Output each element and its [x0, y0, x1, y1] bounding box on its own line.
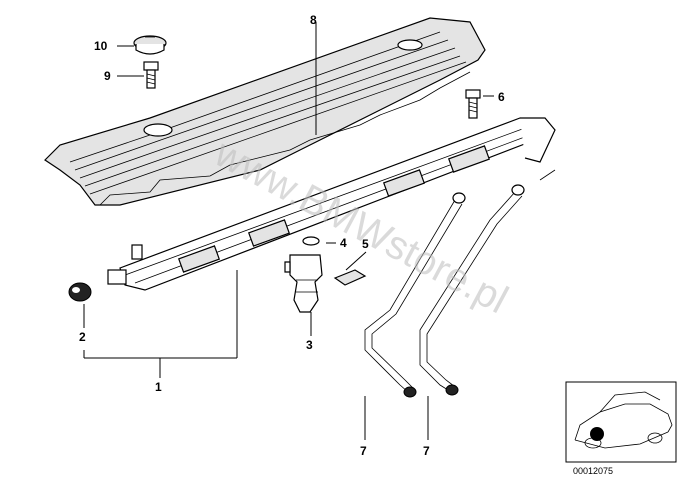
fuel-line-part-7-b — [419, 169, 556, 396]
callout-10: 10 — [94, 39, 108, 53]
car-location-inset — [565, 381, 677, 463]
callout-3: 3 — [306, 338, 313, 352]
engine-cover-part-8 — [44, 17, 486, 206]
location-marker — [590, 427, 604, 441]
callout-4: 4 — [340, 236, 347, 250]
callout-2: 2 — [79, 330, 86, 344]
bolt-part-6 — [465, 89, 481, 119]
callout-7-left: 7 — [360, 444, 367, 458]
fuel-rail-part-1 — [107, 117, 556, 291]
callout-7-right: 7 — [423, 444, 430, 458]
callout-6: 6 — [498, 90, 505, 104]
callout-8: 8 — [310, 13, 317, 27]
cap-part-10 — [133, 35, 167, 55]
o-ring-part-4 — [302, 236, 320, 246]
injector-part-3 — [284, 254, 323, 313]
bolt-part-9 — [143, 61, 159, 89]
callout-5: 5 — [362, 237, 369, 251]
leader-lines — [83, 22, 494, 440]
reference-number: 00012075 — [573, 466, 613, 476]
fuel-line-part-7-a — [364, 192, 466, 398]
callout-1: 1 — [155, 380, 162, 394]
clip-part-5 — [333, 269, 367, 286]
callout-9: 9 — [104, 69, 111, 83]
grommet-part-2 — [68, 282, 92, 302]
